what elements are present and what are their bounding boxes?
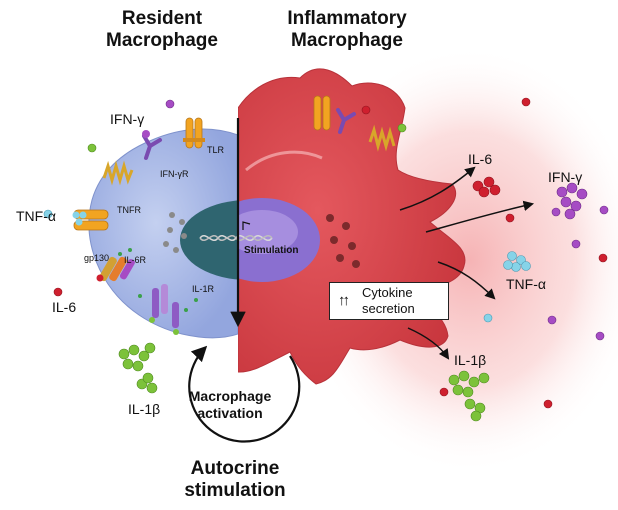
- activation-line1: Macrophage: [188, 388, 272, 404]
- label-ifn-gamma-right: IFN-γ: [548, 169, 583, 185]
- il1r-receptor-icon: [149, 284, 179, 335]
- tlr-receptor-icon: [183, 117, 205, 149]
- nucleolus-highlight: [238, 210, 298, 254]
- label-gp130: gp130: [84, 253, 110, 263]
- tnf-alpha-dots: [43, 209, 531, 323]
- cytokine-box-line1: Cytokine: [362, 285, 413, 300]
- resident-vesicles: [163, 212, 187, 253]
- inflammatory-ifn-receptor-icon: [336, 108, 356, 134]
- inflammatory-vesicles: [326, 214, 360, 268]
- ifn-gamma-dots: [165, 99, 609, 341]
- cytokine-secretion-box: ↑↑ Cytokine secretion: [329, 282, 449, 320]
- autocrine-line2: stimulation: [184, 480, 286, 501]
- il1b-dots: [87, 123, 490, 422]
- resident-macrophage-cell: [88, 128, 238, 339]
- nucleus-left-half: [180, 200, 238, 280]
- macrophage-activation-label: Macrophage activation: [180, 388, 280, 422]
- label-tnfr: TNFR: [117, 205, 141, 215]
- label-il6-left: IL-6: [52, 299, 77, 315]
- autocrine-stimulation-label: Autocrine stimulation: [170, 458, 300, 502]
- label-il6r: IL-6R: [124, 255, 147, 265]
- inflammatory-gpcr-icon: [368, 124, 396, 152]
- dna-helix-strand: [199, 235, 273, 241]
- ifn-secretion-arrow: [425, 200, 535, 233]
- label-tlr: TLR: [207, 145, 225, 155]
- inflammatory-header-line1: Inflammatory: [287, 8, 407, 29]
- tnf-secretion-arrow: [437, 261, 496, 300]
- resident-header-line2: Macrophage: [106, 30, 218, 51]
- il1b-secretion-arrow: [407, 327, 450, 360]
- resident-header: Resident Macrophage: [92, 8, 232, 52]
- inflammatory-header: Inflammatory Macrophage: [262, 8, 432, 52]
- autocrine-line1: Autocrine: [190, 458, 280, 479]
- label-il1b-left: IL-1β: [128, 401, 161, 417]
- double-up-arrow-icon: ↑↑: [338, 292, 350, 309]
- cytokine-box-line2: secretion: [362, 301, 415, 316]
- autocrine-loop-arrow: [188, 345, 301, 443]
- activation-line2: activation: [197, 405, 263, 421]
- inflammatory-tlr-icon: [313, 95, 331, 131]
- label-il1b-right: IL-1β: [454, 352, 487, 368]
- label-il6-right: IL-6: [468, 151, 493, 167]
- label-tnf-alpha-left: TNF-α: [16, 208, 56, 224]
- cell-membrane-highlight: [245, 150, 323, 172]
- tnfr-receptor-icon: [72, 209, 109, 231]
- label-tnf-alpha-right: TNF-α: [506, 276, 546, 292]
- membrane-ligands: [118, 248, 198, 312]
- il6-dots: [53, 97, 608, 409]
- gpcr-receptor-icon: [102, 160, 134, 186]
- label-ifn-gamma-left: IFN-γ: [110, 111, 145, 127]
- inflammatory-header-line2: Macrophage: [291, 30, 403, 51]
- il6-receptor-icon: [96, 256, 135, 282]
- label-il1r: IL-1R: [192, 284, 215, 294]
- resident-header-line1: Resident: [121, 8, 203, 29]
- transcription-start-flag: [242, 221, 251, 230]
- label-stimulation: Stimulation: [244, 245, 299, 256]
- il6-secretion-arrow: [399, 166, 476, 211]
- ifn-gamma-receptor-icon: [142, 134, 162, 160]
- ifn-gamma-ligand-icon: [142, 130, 150, 138]
- label-ifn-gamma-r: IFN-γR: [160, 169, 189, 179]
